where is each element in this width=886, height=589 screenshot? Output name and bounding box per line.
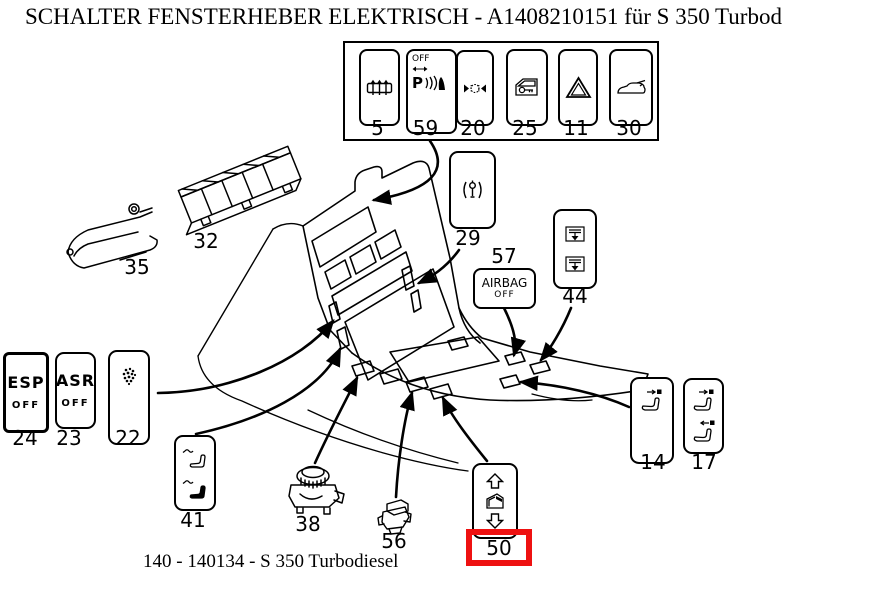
part-number-23[interactable]: 23 <box>56 426 82 450</box>
trunk-release-icon <box>616 79 646 94</box>
callout-arrows <box>156 139 631 499</box>
seat-adjust-icon <box>641 389 662 411</box>
top-switch-panel: OFF P <box>343 41 659 141</box>
catalog-caption: 140 - 140134 - S 350 Turbodiesel <box>143 551 399 572</box>
asr-off-text: OFF <box>61 397 90 409</box>
part-38-sketch <box>288 465 345 515</box>
switch-seat-adjust-14[interactable] <box>630 377 674 464</box>
switch-central-locking[interactable] <box>506 49 548 126</box>
window-down-icon <box>486 513 504 529</box>
part-32-sketch <box>177 145 302 236</box>
part-35-sketch <box>66 203 158 269</box>
central-locking-icon <box>515 77 538 96</box>
part-number-25[interactable]: 25 <box>512 116 538 140</box>
switch-22[interactable] <box>108 350 150 445</box>
airbag-off-text: OFF <box>494 290 515 300</box>
roller-blind-icon <box>464 83 486 93</box>
switch-heated-seats[interactable] <box>174 435 216 511</box>
switch-trunk-release[interactable] <box>609 49 653 126</box>
dashboard-silhouette <box>197 222 593 472</box>
switch-airbag-off[interactable]: AIRBAG OFF <box>473 268 536 309</box>
part-number-5[interactable]: 5 <box>371 116 384 140</box>
hazard-warning-icon <box>564 76 592 98</box>
part-number-17[interactable]: 17 <box>691 450 717 474</box>
switch-roller-blind[interactable] <box>456 50 494 126</box>
blind-down-icon <box>565 256 585 272</box>
esp-text: ESP <box>7 372 45 392</box>
part-number-57[interactable]: 57 <box>491 244 517 268</box>
seat-adjust-icon <box>693 388 713 411</box>
console-upper-panel <box>302 160 481 381</box>
airbag-text: AIRBAG <box>481 276 528 290</box>
switch-asr-off[interactable]: ASR OFF <box>55 352 96 429</box>
switch-hazard-warning[interactable] <box>558 49 598 126</box>
part-number-50[interactable]: 50 <box>486 535 512 560</box>
part-number-35[interactable]: 35 <box>124 255 150 279</box>
switch-window-lifter-50[interactable] <box>472 463 518 539</box>
door-window-icon <box>486 493 504 509</box>
rear-window-defrost-icon <box>366 79 393 95</box>
part-number-41[interactable]: 41 <box>180 508 206 532</box>
highlighted-part-50[interactable]: 50 <box>466 529 532 566</box>
blind-down-icon <box>565 226 585 242</box>
part-number-29[interactable]: 29 <box>455 226 481 250</box>
asr-text: ASR <box>55 370 96 390</box>
part-number-20[interactable]: 20 <box>460 116 486 140</box>
speckle-icon <box>122 367 137 386</box>
switch-seat-adjust-17[interactable] <box>683 378 724 454</box>
part-number-59[interactable]: 59 <box>412 116 439 140</box>
part-number-30[interactable]: 30 <box>616 116 642 140</box>
seat-adjust-back-icon <box>693 419 714 442</box>
parktronic-p-text: P <box>412 73 423 92</box>
parktronic-off-text: OFF <box>412 54 430 64</box>
heated-seat-active-icon <box>182 479 206 499</box>
heated-seat-icon <box>182 448 206 468</box>
part-number-44[interactable]: 44 <box>562 284 588 308</box>
switch-parktronic[interactable]: OFF P <box>406 49 457 134</box>
part-number-24[interactable]: 24 <box>12 426 38 450</box>
part-number-11[interactable]: 11 <box>563 116 589 140</box>
window-up-icon <box>486 473 504 489</box>
parktronic-waves-icon <box>425 75 445 91</box>
page-title: SCHALTER FENSTERHEBER ELEKTRISCH - A1408… <box>25 4 782 29</box>
part-56-sketch <box>377 499 412 535</box>
esp-off-text: OFF <box>11 399 41 411</box>
part-number-22[interactable]: 22 <box>115 426 141 450</box>
console-lower-face <box>351 307 649 402</box>
switch-29[interactable] <box>449 151 496 229</box>
part-number-32[interactable]: 32 <box>193 229 219 253</box>
double-arrow-icon <box>412 66 428 72</box>
part-number-14[interactable]: 14 <box>640 450 666 474</box>
part-number-56[interactable]: 56 <box>381 529 407 553</box>
switch-44[interactable] <box>553 209 597 289</box>
person-icon <box>463 180 482 199</box>
switch-rear-defrost[interactable] <box>359 49 400 126</box>
part-number-38[interactable]: 38 <box>295 512 321 536</box>
switch-esp-off[interactable]: ESP OFF <box>3 352 49 433</box>
